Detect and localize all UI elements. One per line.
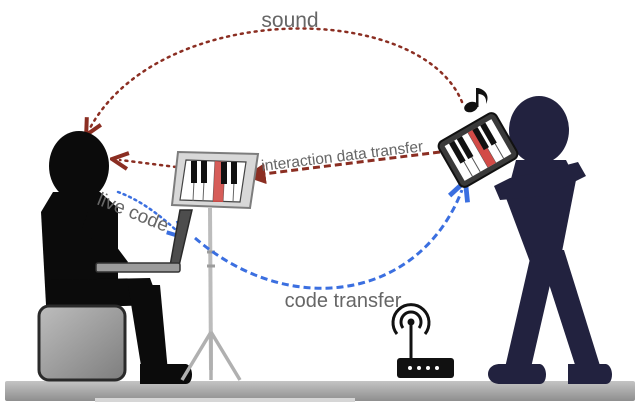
head — [49, 131, 109, 201]
laptop-screen — [169, 209, 193, 272]
code-transfer-arrow — [194, 190, 462, 290]
sound-label: sound — [261, 9, 318, 32]
head — [509, 96, 569, 164]
interaction-arrow — [244, 150, 441, 185]
stand-to-person-arrow — [120, 160, 178, 167]
live-code-arrow — [116, 190, 178, 232]
interaction-label: interaction data transfer — [260, 138, 424, 175]
leg-right — [538, 250, 602, 374]
arm — [82, 212, 128, 270]
foot-right — [568, 364, 612, 384]
music-stand — [170, 150, 260, 381]
seated-live-coder — [41, 131, 192, 384]
laptop-base — [95, 262, 181, 273]
torso — [41, 192, 118, 305]
floor-shadow — [95, 398, 355, 402]
leg-left — [504, 250, 558, 372]
shin — [128, 285, 168, 372]
music-note-icon — [464, 88, 488, 113]
foot — [140, 364, 192, 384]
stand-tripod — [180, 331, 242, 381]
code-transfer-label: code transfer — [285, 290, 402, 312]
floor — [5, 381, 635, 401]
tablet — [437, 112, 519, 188]
wifi-router-icon — [391, 303, 454, 378]
stand-piano-keys — [179, 159, 247, 203]
foot-left — [488, 364, 546, 384]
performer-arm — [494, 162, 586, 200]
laptop — [95, 209, 193, 273]
sound-arrow — [90, 27, 464, 128]
stool — [37, 304, 127, 382]
